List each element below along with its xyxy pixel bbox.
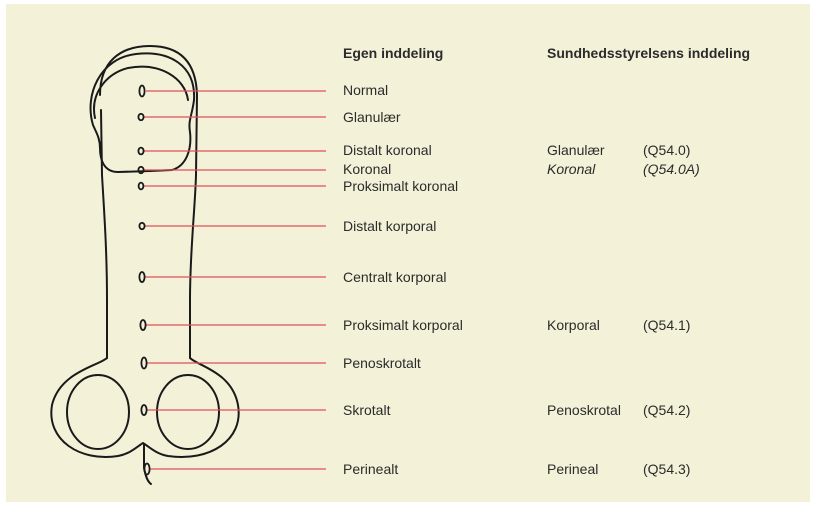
own-label-coronal: Koronal [343,161,391,177]
own-label-perineal: Perinealt [343,461,398,477]
board-code-glanular: (Q54.0) [643,142,690,158]
meatus-marker [138,114,143,120]
meatus-marker [140,320,145,330]
own-label-normal: Normal [343,82,388,98]
board-name-penoscrotal: Penoskrotal [547,402,621,418]
own-label-glanular: Glanulær [343,109,401,125]
own-label-central-corporal: Centralt korporal [343,269,447,285]
board-code-corporal: (Q54.1) [643,317,690,333]
own-label-distal-corporal: Distalt korporal [343,218,436,234]
meatus-marker [138,148,143,155]
meatus-marker [139,183,144,190]
meatus-marker [139,272,144,282]
meatus-marker [139,86,144,97]
right-testis [157,375,219,449]
meatus-marker [141,405,146,415]
board-name-coronal: Koronal [547,161,595,177]
header-own-classification: Egen inddeling [343,45,443,61]
own-label-proximal-corporal: Proksimalt korporal [343,317,463,333]
left-testis [67,375,129,449]
board-code-penoscrotal: (Q54.2) [643,402,690,418]
own-label-penoscrotal: Penoskrotalt [343,355,421,371]
board-code-coronal: (Q54.0A) [643,161,700,177]
header-board-classification: Sundhedsstyrelsens inddeling [547,45,750,61]
meatus-marker [141,358,146,369]
own-label-scrotal: Skrotalt [343,402,390,418]
board-name-glanular: Glanulær [547,142,605,158]
own-label-distal-coronal: Distalt koronal [343,142,432,158]
board-name-perineal: Perineal [547,461,598,477]
meatus-marker [144,464,149,475]
board-name-corporal: Korporal [547,317,600,333]
meatus-marker [139,223,144,229]
own-label-proximal-coronal: Proksimalt koronal [343,178,458,194]
glans-inner-line [94,67,188,118]
shaft-outline [100,46,197,358]
board-code-perineal: (Q54.3) [643,461,690,477]
